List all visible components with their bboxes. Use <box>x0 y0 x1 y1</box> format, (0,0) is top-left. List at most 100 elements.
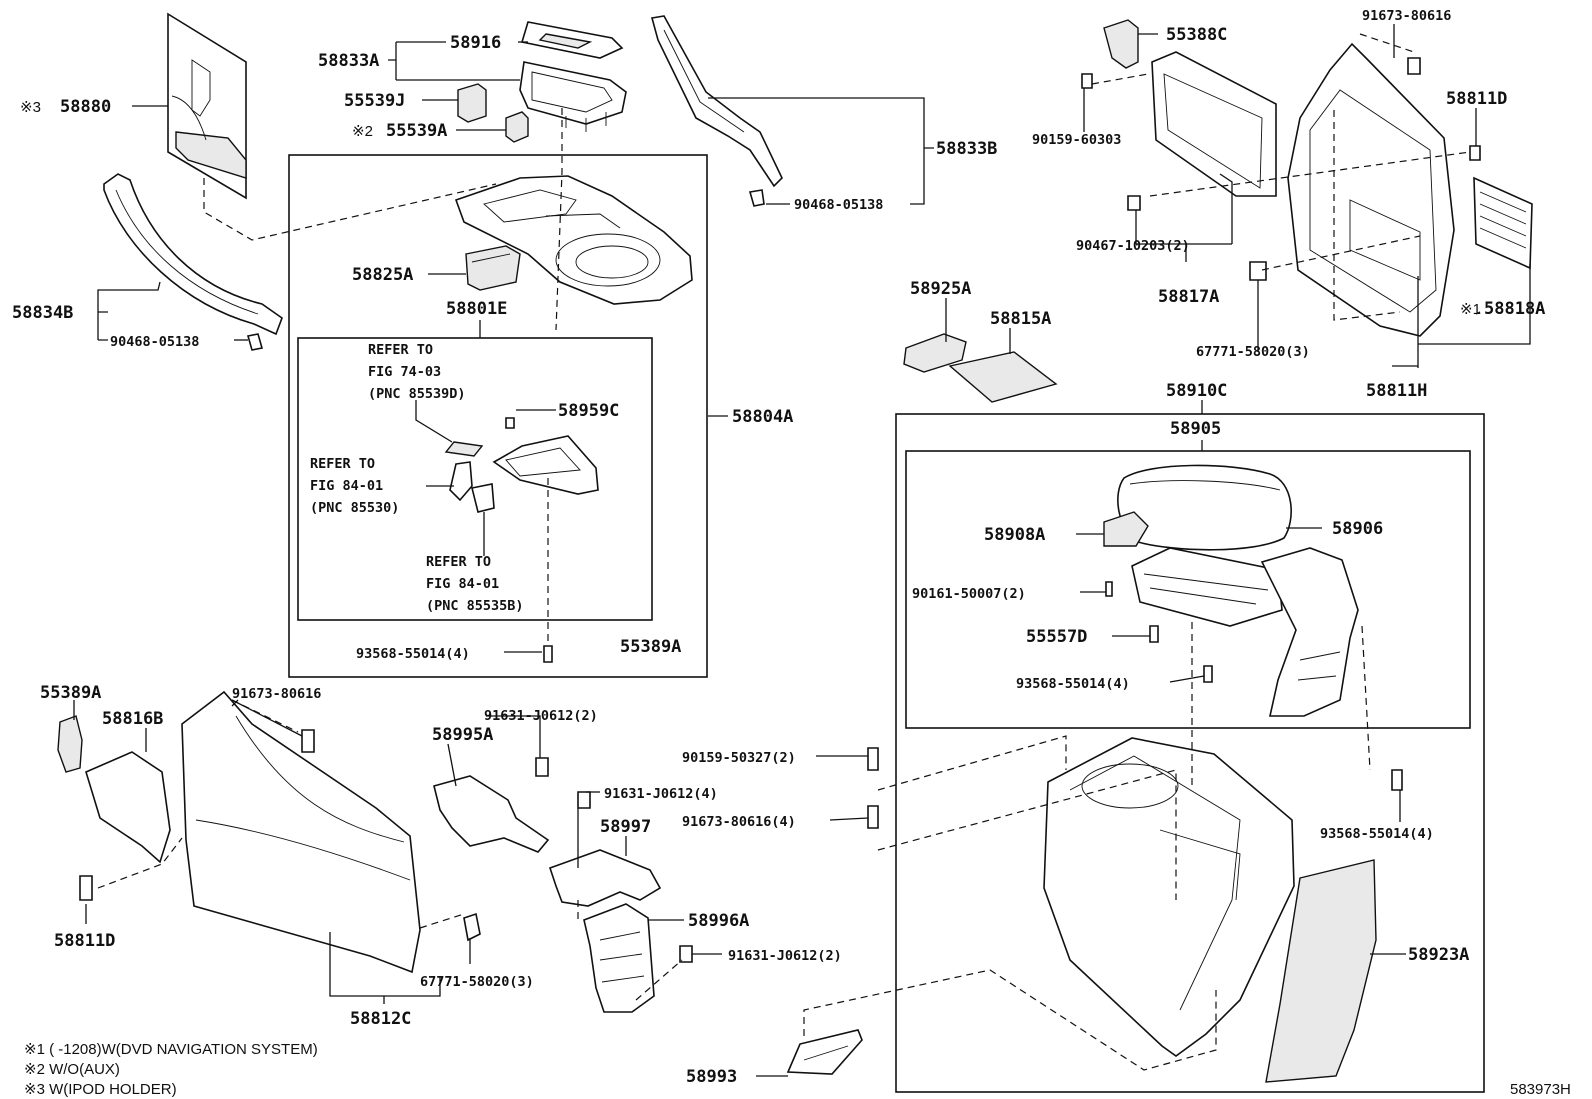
part-58812C-drawing <box>181 690 421 974</box>
callout-58812C: 58812C <box>350 1009 411 1029</box>
callout-58925A: 58925A <box>910 279 971 299</box>
part-58804A-drawing <box>454 175 693 305</box>
callout-55389A-box: 55389A <box>620 637 681 657</box>
part-58925A-drawing <box>903 333 967 373</box>
clip-67771-left <box>463 912 481 942</box>
callout-90468-05138-top: 90468-05138 <box>794 197 883 213</box>
callout-58801E: 58801E <box>446 299 507 319</box>
callout-55539J: 55539J <box>344 91 405 111</box>
screw-90159-50327 <box>867 747 879 771</box>
screw-91631-j0612-b <box>577 791 591 809</box>
part-58959C-drawing <box>444 417 599 513</box>
callout-58825A: 58825A <box>352 265 413 285</box>
callout-67771-58020-tr: 67771-58020(3) <box>1196 344 1310 360</box>
dashed-lines <box>97 33 1471 1071</box>
callout-91673-80616-4: 91673-80616(4) <box>682 814 796 830</box>
screw-93568-b <box>1203 665 1213 683</box>
callout-58815A: 58815A <box>990 309 1051 329</box>
screw-90159-60303 <box>1081 73 1093 89</box>
ref-1-line-2: FIG 74-03 <box>368 364 441 380</box>
callout-58910C: 58910C <box>1166 381 1227 401</box>
part-58906-drawing <box>1117 464 1292 551</box>
callout-58816B: 58816B <box>102 709 163 729</box>
callout-91673-80616-left: 91673-80616 <box>232 686 321 702</box>
callout-58811H: 58811H <box>1366 381 1427 401</box>
callout-58996A: 58996A <box>688 911 749 931</box>
part-58834B-drawing <box>103 173 283 351</box>
footnote-2: ※2 W/O(AUX) <box>24 1061 120 1078</box>
part-58815A-drawing <box>948 351 1058 403</box>
callout-55389A-left: 55389A <box>40 683 101 703</box>
callout-55539A: 55539A <box>386 121 447 141</box>
part-58996A-drawing <box>583 903 655 1013</box>
sub-box-58801E <box>297 337 653 621</box>
part-55389A-drawing <box>57 715 83 773</box>
part-58817A-drawing <box>1151 51 1277 197</box>
callout-58916: 58916 <box>450 33 501 53</box>
callout-90159-50327: 90159-50327(2) <box>682 750 796 766</box>
ref-3-line-3: (PNC 85535B) <box>426 598 524 614</box>
part-58880-drawing <box>167 12 247 200</box>
assembly-box-58804A <box>288 154 708 678</box>
footnote-1: ※1 ( -1208)W(DVD NAVIGATION SYSTEM) <box>24 1041 318 1058</box>
callout-58804A: 58804A <box>732 407 793 427</box>
part-58997-drawing <box>548 849 662 907</box>
screw-91673-80616-tr <box>1407 57 1421 75</box>
callout-93568-55014-c: 93568-55014(4) <box>1320 826 1434 842</box>
part-58993-drawing <box>786 1029 863 1075</box>
ref-2-line-1: REFER TO <box>310 456 375 472</box>
ref-3-line-2: FIG 84-01 <box>426 576 499 592</box>
part-58995A-drawing <box>433 775 550 853</box>
part-58816B-drawing <box>85 751 171 864</box>
screw-91631-j0612-c <box>679 945 693 963</box>
ref-2-line-2: FIG 84-01 <box>310 478 383 494</box>
callout-90159-60303: 90159-60303 <box>1032 132 1121 148</box>
callout-58959C: 58959C <box>558 401 619 421</box>
part-58908A-drawing <box>1103 511 1149 547</box>
part-58910C-drawing <box>1043 737 1295 1057</box>
callout-91673-80616-tr: 91673-80616 <box>1362 8 1451 24</box>
part-55539A-drawing <box>505 111 529 143</box>
callout-67771-58020-left: 67771-58020(3) <box>420 974 534 990</box>
callout-55557D: 55557D <box>1026 627 1087 647</box>
callout-55388C: 55388C <box>1166 25 1227 45</box>
screw-91673-80616-left <box>301 729 315 753</box>
callout-58997: 58997 <box>600 817 651 837</box>
callout-58818A: 58818A <box>1484 299 1545 319</box>
callout-58817A: 58817A <box>1158 287 1219 307</box>
callout-90467-10203: 90467-10203(2) <box>1076 238 1190 254</box>
leader-lines <box>73 24 1531 1077</box>
clip-67771-tr <box>1249 261 1267 281</box>
part-58818A-drawing <box>1473 176 1533 270</box>
callout-58880: 58880 <box>60 97 111 117</box>
clip-90467 <box>1127 195 1141 211</box>
footnote-3: ※3 W(IPOD HOLDER) <box>24 1081 177 1098</box>
part-58833A-drawing <box>519 21 627 132</box>
callout-58905: 58905 <box>1170 419 1221 439</box>
callout-91631-J0612-2b: 91631-J0612(2) <box>728 948 842 964</box>
callout-58811D-left: 58811D <box>54 931 115 951</box>
callout-91631-J0612-4: 91631-J0612(4) <box>604 786 718 802</box>
callout-58908A: 58908A <box>984 525 1045 545</box>
callout-58811D-tr: 58811D <box>1446 89 1507 109</box>
ref-1-line-3: (PNC 85539D) <box>368 386 466 402</box>
screw-90161 <box>1105 581 1113 597</box>
callout-90468-05138-left: 90468-05138 <box>110 334 199 350</box>
part-58905-drawing <box>1131 547 1359 717</box>
callout-90161-50007: 90161-50007(2) <box>912 586 1026 602</box>
clip-58811D-tr <box>1469 145 1481 161</box>
callout-58923A: 58923A <box>1408 945 1469 965</box>
screw-93568-c <box>1391 769 1403 791</box>
sub-box-58905 <box>905 450 1471 729</box>
callout-93568-55014-b: 93568-55014(4) <box>1016 676 1130 692</box>
callout-58993: 58993 <box>686 1067 737 1087</box>
screw-93568-a <box>543 645 553 663</box>
part-55539J-drawing <box>457 83 487 123</box>
mark-55539A: ※2 <box>352 123 373 140</box>
callout-58833B: 58833B <box>936 139 997 159</box>
clip-58811D-left <box>79 875 93 901</box>
part-58923A-drawing <box>1265 859 1377 1083</box>
ref-1-line-1: REFER TO <box>368 342 433 358</box>
